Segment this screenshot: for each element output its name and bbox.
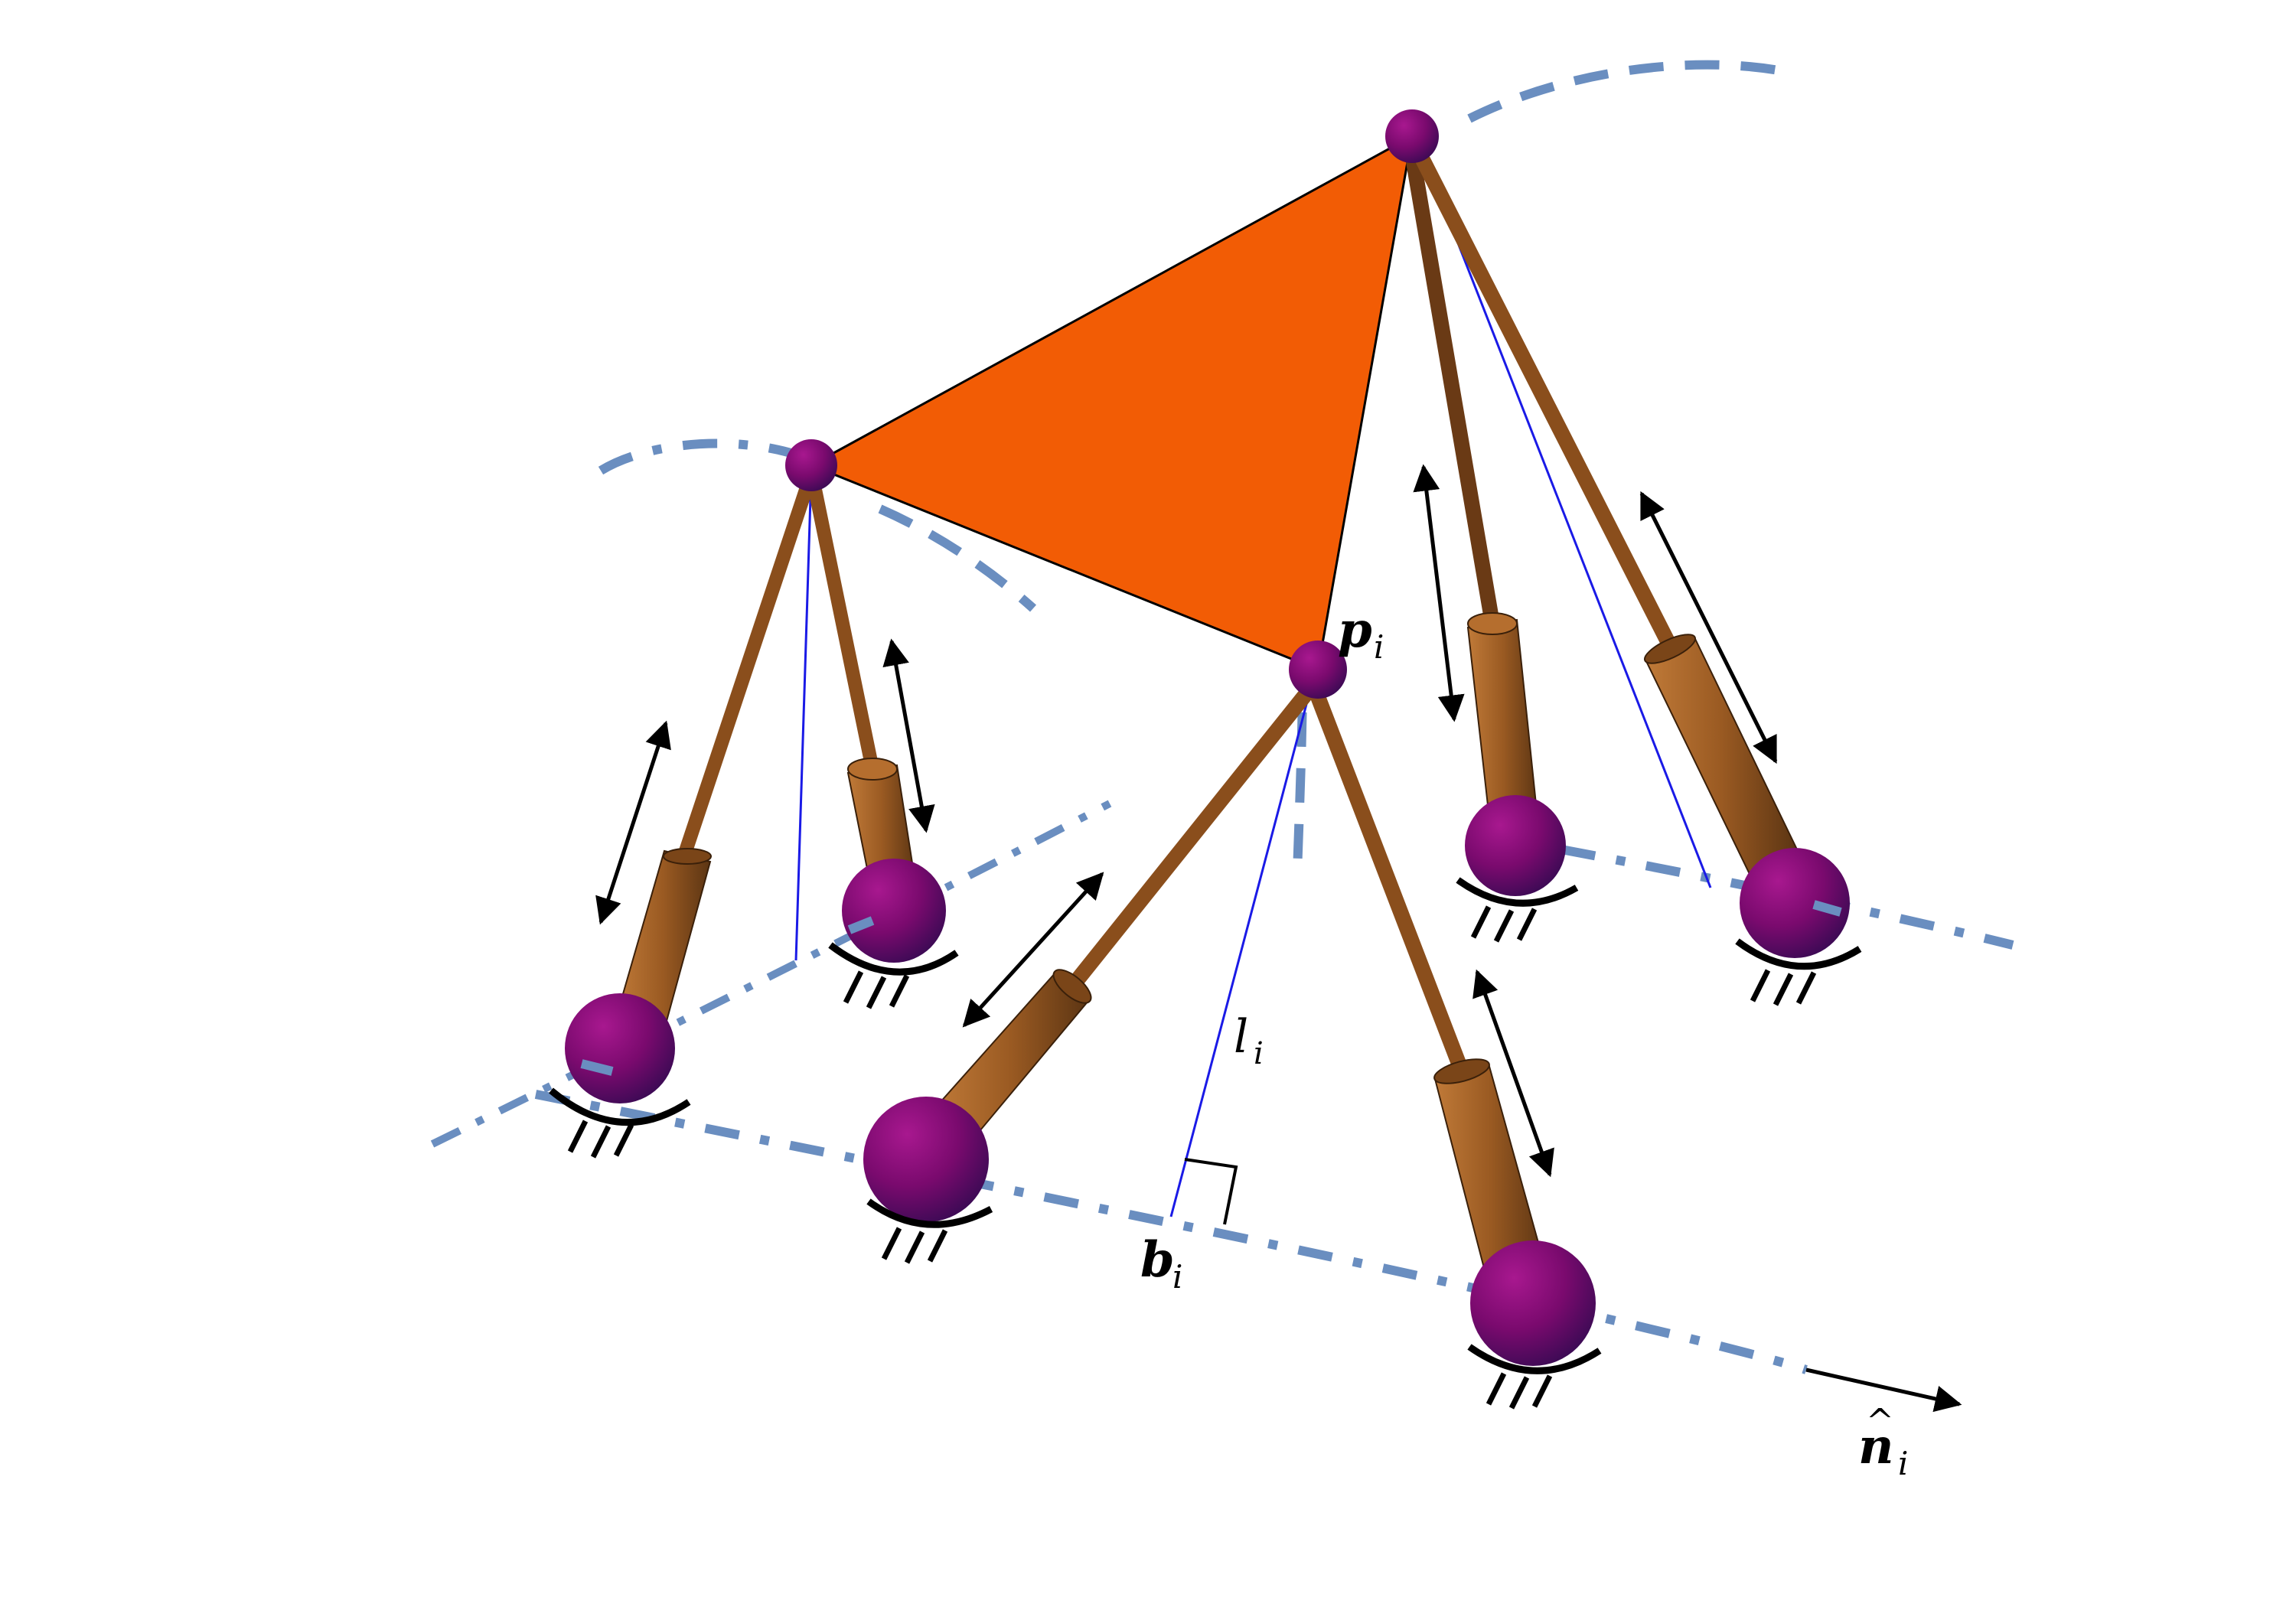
motion-arrow-6 <box>1639 491 1778 764</box>
guide-line-right <box>1418 145 1712 888</box>
base-hatch-3 <box>881 1227 948 1264</box>
base-hatch-1 <box>567 1120 634 1159</box>
motion-arrow-2 <box>882 638 935 833</box>
base-joint-5 <box>1456 795 1579 943</box>
label-n-main: n <box>1858 1418 1894 1475</box>
leg-cylinder-1-cap <box>663 848 712 865</box>
label-p-i: p i <box>1338 601 1384 666</box>
leg-rod-1 <box>674 471 817 872</box>
guide-line-left <box>794 472 813 961</box>
motion-arrow-1 <box>595 720 671 925</box>
base-joints <box>549 795 1862 1410</box>
motion-arrows <box>595 464 1962 1413</box>
motion-arrow-4 <box>1473 969 1554 1178</box>
guide-line-center <box>1169 680 1314 1217</box>
base-hatch-6 <box>1750 969 1817 1006</box>
label-l-i: l i <box>1234 1010 1264 1071</box>
leg-rod-4 <box>1307 681 1469 1079</box>
label-b-i: b i <box>1140 1231 1182 1296</box>
base-joint-1 <box>549 993 691 1159</box>
base-hatch-5 <box>1470 905 1538 943</box>
base-bracket-1 <box>549 1087 691 1126</box>
base-hatch-2 <box>843 970 910 1009</box>
label-n-hat-i: ^ n i <box>1858 1402 1908 1482</box>
base-joint-2 <box>828 859 959 1009</box>
rail-overlays <box>580 900 1842 1076</box>
rail-left-back <box>430 800 1112 1148</box>
leg-cylinder-5-cap <box>1467 612 1518 635</box>
base-ball-3 <box>863 1097 989 1222</box>
base-bracket-6 <box>1735 938 1862 970</box>
label-p-main: p <box>1338 601 1372 659</box>
base-joint-6 <box>1735 848 1862 1006</box>
leg-rod-2 <box>806 471 879 776</box>
base-bracket-3 <box>866 1198 993 1228</box>
leg-rod-6 <box>1410 142 1680 658</box>
label-b-main: b <box>1140 1231 1175 1289</box>
platform-triangle <box>808 134 1414 672</box>
base-ball-6 <box>1740 848 1850 958</box>
platform-joint-center <box>1289 641 1347 699</box>
base-bracket-5 <box>1456 877 1579 907</box>
rail-left-dip <box>878 504 1037 612</box>
base-ball-5 <box>1465 795 1566 896</box>
label-l-main: l <box>1234 1010 1248 1064</box>
label-p-sub: i <box>1374 628 1384 666</box>
label-n-sub: i <box>1898 1445 1908 1482</box>
platform-joints <box>785 109 1439 699</box>
label-n-accent: ^ <box>1866 1402 1894 1441</box>
base-bracket-4 <box>1467 1344 1602 1374</box>
label-b-sub: i <box>1172 1258 1182 1296</box>
label-l-sub: i <box>1254 1036 1264 1071</box>
base-joint-3 <box>863 1097 993 1264</box>
rail-upper-right <box>1467 60 1792 123</box>
leg-cylinder-2-cap <box>847 758 898 781</box>
base-ball-1 <box>565 993 675 1103</box>
platform-joint-left <box>785 439 837 491</box>
base-bracket-2 <box>828 942 959 976</box>
normal-vector-arrow <box>1805 1367 1962 1413</box>
leg-rod-3 <box>1064 681 1318 995</box>
base-ball-2 <box>842 859 946 963</box>
platform-joint-top <box>1385 109 1439 163</box>
right-angle-marker <box>1184 1158 1238 1225</box>
rail-right-back <box>1560 845 2014 950</box>
base-joint-4 <box>1467 1240 1602 1410</box>
base-hatch-4 <box>1486 1372 1553 1410</box>
motion-arrow-3 <box>962 872 1104 1028</box>
base-ball-4 <box>1470 1240 1596 1366</box>
guide-lines <box>794 145 1712 1217</box>
motion-arrow-5 <box>1413 464 1465 722</box>
leg-rod-5 <box>1404 145 1500 631</box>
